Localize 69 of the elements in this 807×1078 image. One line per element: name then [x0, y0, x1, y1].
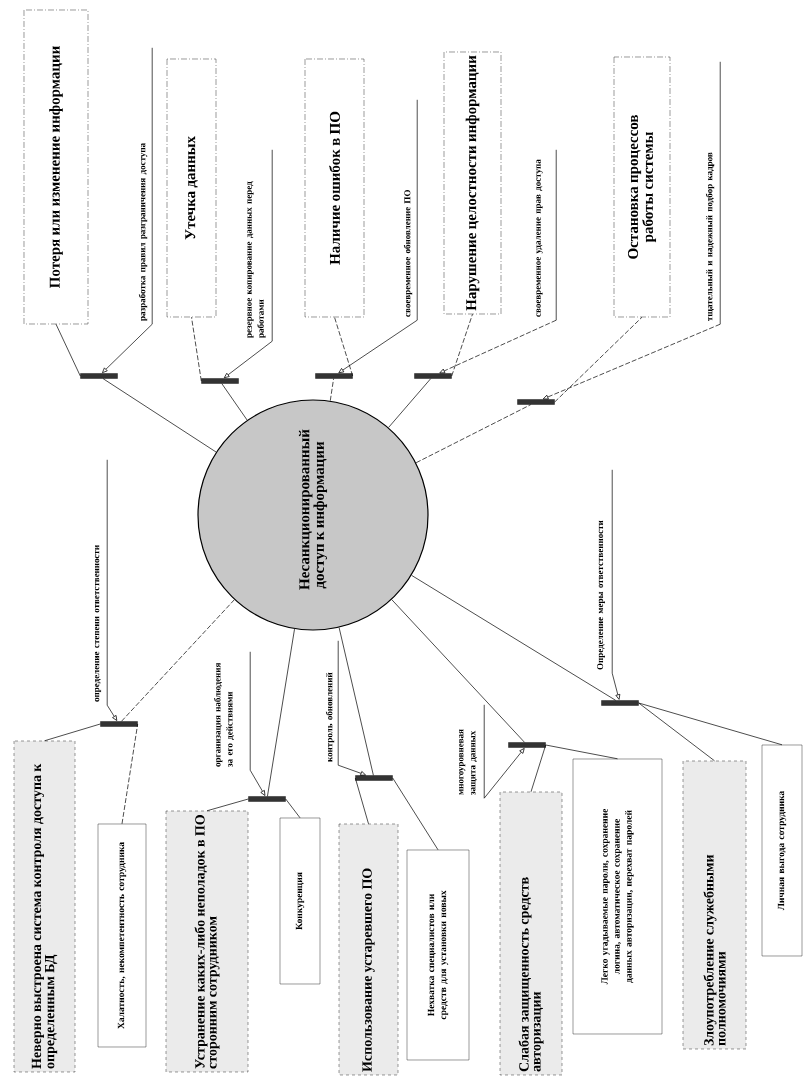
connector-line: [411, 575, 616, 701]
consequence-box: Потеря или изменение информации: [23, 9, 89, 325]
connector-line: [638, 702, 783, 746]
connector-line: [267, 628, 295, 797]
junction-bar: [315, 373, 353, 379]
connector-line: [121, 599, 235, 722]
consequence-box: Остановка процессов работы системы: [613, 56, 671, 318]
cause-box: Неверно выстроена система контроля доступа к определенным БД: [13, 740, 76, 1073]
connector-line: [121, 723, 139, 825]
connector-line: [451, 313, 473, 377]
connector-line: [55, 323, 81, 377]
measure-label: резервное копирование данных перед работами: [247, 149, 273, 342]
connector-line: [530, 744, 547, 793]
connector-line: [338, 627, 374, 776]
cause-box: Конкуренция: [279, 817, 321, 985]
measure-label: своевременное обновление ПО: [403, 99, 418, 321]
connector-line: [388, 378, 432, 428]
connector-line: [638, 702, 715, 762]
leader-arrow: [106, 704, 118, 721]
junction-bar: [508, 742, 546, 748]
connector-line: [415, 404, 532, 464]
connector-line: [329, 378, 334, 402]
consequence-box: Наличие ошибок в ПО: [304, 58, 365, 318]
connector-line: [354, 777, 369, 825]
junction-bar: [517, 399, 555, 405]
connector-line: [285, 798, 301, 819]
connector-line: [191, 316, 202, 382]
connector-line: [221, 383, 248, 421]
cause-box: Нехватка специалистов или средств для установки новых: [406, 849, 470, 1061]
cause-box: Легко угадываемые пароли, сохранение логина, автоматическое сохранение данных авторизации, перехват паролей: [572, 758, 663, 1035]
junction-bar: [201, 378, 239, 384]
cause-box: Слабая защищенность средств авторизации: [499, 791, 563, 1076]
cause-box: Устранение каких-либо неполадок в ПО сторонним сотрудником: [165, 810, 249, 1073]
leader-arrow: [249, 769, 266, 796]
leader-arrow: [102, 323, 153, 373]
consequence-box: Нарушение целостности информации: [443, 51, 502, 315]
cause-box: Личная выгода сотрудника: [761, 744, 803, 957]
consequence-box: Утечка данных: [166, 58, 217, 318]
cause-box: Использование устаревшего ПО: [338, 823, 399, 1076]
measure-label: разработка правил разграничения доступа: [138, 47, 153, 325]
measure-label: многоуровневая защита данных: [459, 704, 485, 799]
connector-line: [334, 316, 354, 377]
measure-label: тщательный и надежный подбор кадров: [705, 61, 721, 325]
connector-line: [44, 723, 101, 742]
connector-line: [391, 599, 525, 743]
junction-bar: [100, 721, 138, 727]
junction-bar: [80, 373, 118, 379]
measure-label: своевременное удаление прав доступа: [536, 149, 557, 321]
connector-line: [206, 798, 249, 812]
connector-line: [554, 316, 643, 403]
junction-bar: [248, 796, 286, 802]
leader-arrow: [439, 319, 557, 374]
leader-arrow: [542, 323, 721, 400]
junction-bar: [414, 373, 452, 379]
measure-label: определение степени ответственности: [94, 459, 108, 706]
cause-box: Злоупотребление служебными полномочиями: [682, 760, 747, 1050]
leader-arrow: [338, 319, 418, 374]
connector-line: [392, 777, 439, 851]
leader-arrow: [611, 672, 621, 700]
measure-label: организация наблюдения за его действиями: [214, 651, 251, 771]
connector-line: [545, 744, 618, 760]
junction-bar: [601, 700, 639, 706]
cause-box: Халатность, некомпетентность сотрудника: [97, 823, 147, 1048]
junction-bar: [355, 775, 393, 781]
leader-arrow: [337, 764, 366, 776]
measure-label: Определение меры ответственности: [597, 469, 613, 674]
measure-label: контроль обновлений: [325, 640, 339, 766]
connector-line: [102, 378, 217, 453]
leader-arrow: [223, 340, 273, 379]
